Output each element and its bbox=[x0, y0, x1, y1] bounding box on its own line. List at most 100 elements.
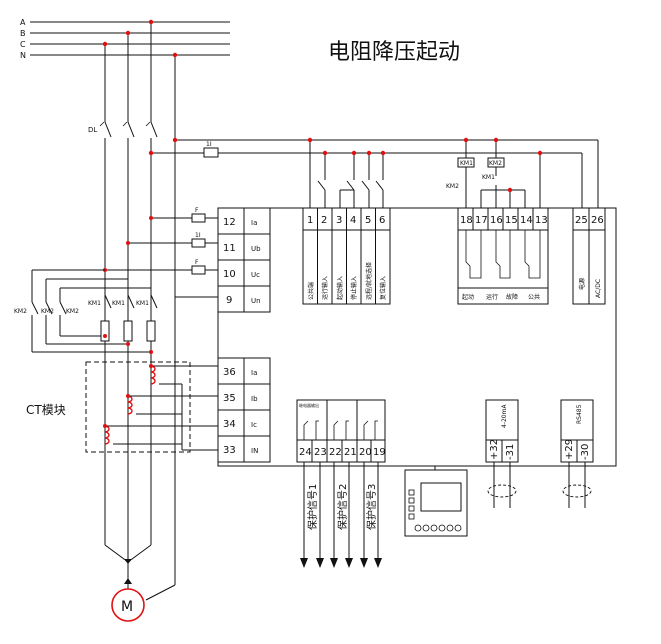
coil-label-km1: KM1 bbox=[460, 160, 473, 167]
diagram-title: 电阻降压起动 bbox=[328, 40, 460, 65]
km1-label-2: KM1 bbox=[112, 300, 125, 307]
terminal-4: 4 bbox=[350, 215, 356, 226]
power-caption-acdc: AC/DC bbox=[595, 279, 602, 298]
left-terminal-block-upper: 12 11 10 9 Ia Ub Uc Un bbox=[217, 207, 271, 313]
comm-terminal-block: +29 -30 RS485 bbox=[560, 399, 594, 508]
contact-caption-fault: 故障 bbox=[506, 293, 518, 301]
km2-label-3: KM2 bbox=[66, 308, 79, 315]
contact-label-km2: KM2 bbox=[446, 183, 459, 190]
protect-signal-2: 保护信号2 bbox=[336, 484, 349, 530]
terminal-10-signal: Uc bbox=[251, 271, 260, 279]
terminal-34-signal: Ic bbox=[251, 421, 257, 429]
input-caption-6: 复位输入 bbox=[379, 276, 387, 300]
terminal-36-signal: Ia bbox=[251, 369, 257, 377]
coil-label-km2: KM2 bbox=[489, 160, 502, 167]
terminal-26: 26 bbox=[591, 215, 604, 226]
terminal-13: 13 bbox=[535, 215, 548, 226]
control-wiring: 1I KM1 KM2 KM2 KM1 bbox=[151, 139, 599, 208]
terminal-22: 22 bbox=[329, 447, 342, 458]
terminal-9: 9 bbox=[226, 295, 232, 306]
terminal-23: 23 bbox=[314, 447, 327, 458]
left-terminal-block-lower: 36 35 34 33 Ia Ib Ic IN bbox=[217, 357, 271, 463]
terminal-2: 2 bbox=[321, 215, 327, 226]
input-caption-2: 运行输入 bbox=[321, 276, 329, 300]
km2-label-1: KM2 bbox=[14, 308, 27, 315]
relay-terminal-block: 继电器输出 24 23 22 21 20 19 bbox=[296, 399, 386, 463]
terminal-35-signal: Ib bbox=[251, 395, 258, 403]
km1-label-3: KM1 bbox=[136, 300, 149, 307]
input-caption-5: 远程/就地选择 bbox=[365, 262, 373, 300]
terminal-33-signal: IN bbox=[251, 447, 258, 455]
ct-module-label: CT模块 bbox=[26, 403, 66, 417]
fuse-label-11: 1I bbox=[195, 232, 201, 239]
terminal-36: 36 bbox=[223, 367, 236, 378]
bus-label-n: N bbox=[20, 51, 26, 60]
terminal-32: +32 bbox=[489, 439, 500, 460]
terminal-29: +29 bbox=[564, 439, 575, 460]
terminal-25: 25 bbox=[575, 215, 588, 226]
terminal-5: 5 bbox=[365, 215, 371, 226]
terminal-15: 15 bbox=[505, 215, 518, 226]
left-taps: F 1I F bbox=[103, 207, 218, 298]
junction-dots bbox=[102, 19, 543, 193]
contact-caption-start: 起动 bbox=[462, 293, 474, 301]
relay-output-arrows: 保护信号1 保护信号2 保护信号3 bbox=[300, 462, 382, 568]
bus-label-c: C bbox=[20, 40, 26, 49]
input-caption-3: 起动输入 bbox=[336, 276, 344, 300]
power-terminal-block: 25 26 电源 AC/DC bbox=[572, 207, 606, 305]
km2-label-2: KM2 bbox=[41, 308, 54, 315]
terminal-35: 35 bbox=[223, 393, 236, 404]
terminal-6: 6 bbox=[379, 215, 385, 226]
protect-signal-3: 保护信号3 bbox=[365, 484, 378, 530]
breaker-label: DL bbox=[88, 126, 97, 134]
terminal-12: 12 bbox=[223, 217, 236, 228]
terminal-18: 18 bbox=[460, 215, 473, 226]
terminal-30: -30 bbox=[580, 444, 591, 460]
terminal-11: 11 bbox=[223, 243, 236, 254]
power-caption-source: 电源 bbox=[578, 278, 586, 290]
km1-label-1: KM1 bbox=[88, 300, 101, 307]
analog-caption: 4-20mA bbox=[501, 404, 508, 428]
terminal-33: 33 bbox=[223, 445, 236, 456]
terminal-9-signal: Un bbox=[251, 297, 261, 305]
phase-lines bbox=[104, 22, 176, 585]
terminal-11-signal: Ub bbox=[251, 245, 261, 253]
input-caption-1: 公共端 bbox=[307, 282, 315, 300]
analog-terminal-block: +32 -31 4-20mA bbox=[485, 399, 519, 508]
input-caption-4: 停止输入 bbox=[350, 276, 358, 300]
comm-caption: RS485 bbox=[576, 404, 583, 424]
contact-terminal-block: 18 17 16 15 14 13 起动 运行 故障 公共 bbox=[457, 207, 549, 305]
relay-header: 继电器输出 bbox=[299, 402, 319, 408]
resistor-starter: KM2 KM2 KM2 KM1 KM1 KM1 bbox=[14, 269, 158, 354]
terminal-17: 17 bbox=[475, 215, 488, 226]
terminal-20: 20 bbox=[359, 447, 372, 458]
protect-signal-1: 保护信号1 bbox=[306, 484, 319, 530]
display-module bbox=[404, 466, 468, 537]
bus-bars: A B C N bbox=[20, 18, 230, 60]
bus-label-b: B bbox=[20, 29, 26, 38]
motor-label: M bbox=[121, 599, 133, 615]
terminal-10: 10 bbox=[223, 269, 236, 280]
terminal-24: 24 bbox=[299, 447, 312, 458]
terminal-16: 16 bbox=[490, 215, 503, 226]
contact-label-km1: KM1 bbox=[482, 174, 495, 181]
terminal-14: 14 bbox=[520, 215, 533, 226]
terminal-19: 19 bbox=[373, 447, 386, 458]
terminal-12-signal: Ia bbox=[251, 219, 257, 227]
input-terminal-block: 1 2 3 4 5 6 公共端 运行输入 起动输入 停止输入 远程/就地选择 复… bbox=[302, 207, 391, 305]
ct-module: CT模块 bbox=[26, 361, 218, 453]
contact-caption-common: 公共 bbox=[528, 293, 540, 301]
protection-unit bbox=[217, 207, 617, 467]
terminal-34: 34 bbox=[223, 419, 236, 430]
fuse-label-10: F bbox=[195, 259, 199, 266]
fuse-label-12: F bbox=[195, 207, 199, 214]
terminal-3: 3 bbox=[336, 215, 342, 226]
terminal-1: 1 bbox=[307, 215, 313, 226]
fuse-top-label: 1I bbox=[206, 141, 212, 148]
terminal-31: -31 bbox=[505, 444, 516, 460]
contact-caption-run: 运行 bbox=[486, 293, 498, 301]
bus-label-a: A bbox=[20, 18, 26, 27]
motor: M bbox=[104, 544, 176, 622]
terminal-21: 21 bbox=[344, 447, 357, 458]
